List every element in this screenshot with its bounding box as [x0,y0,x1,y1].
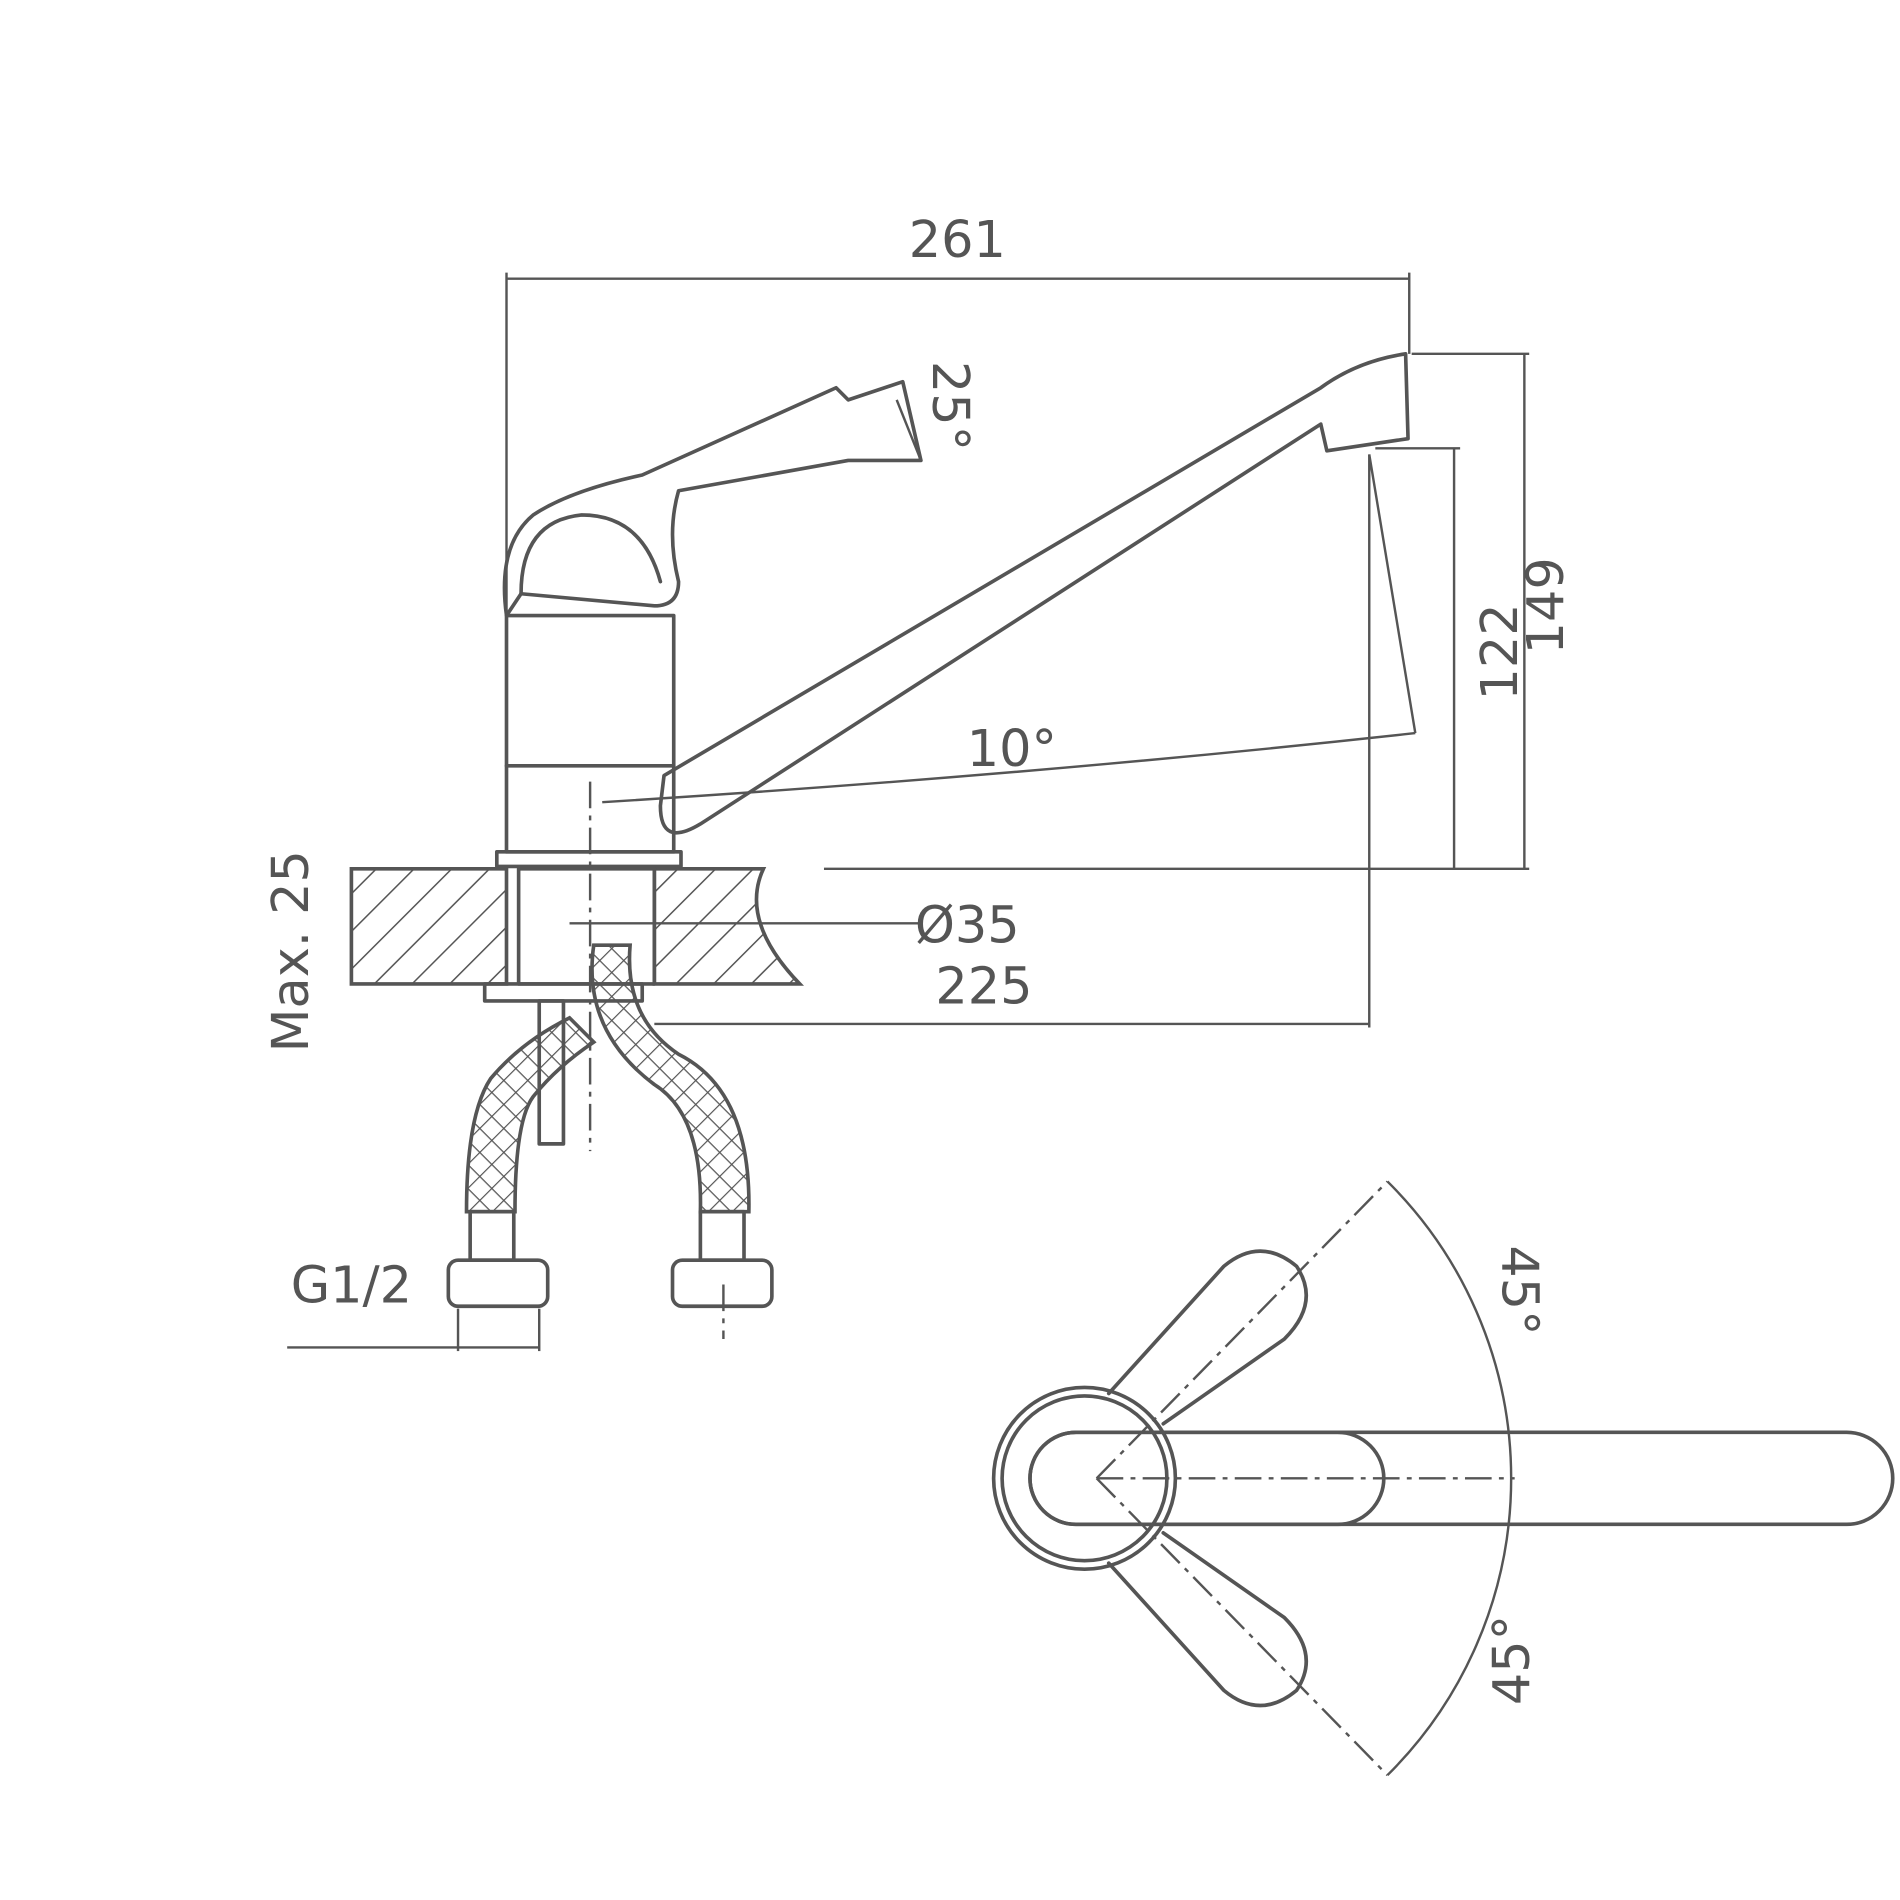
hose-ferrule-left [468,1209,516,1263]
dim-thread: G1/2 [291,1257,412,1316]
spout [658,352,1410,835]
faucet-side-view [349,352,1410,1339]
hose-nut-left [446,1258,550,1309]
hose-ferrule-right [698,1209,746,1263]
lever-handle [502,379,923,618]
mounting-shank [516,866,657,986]
lever-rotated-up [1106,1249,1309,1426]
dim-total-height: 149 [1517,557,1576,654]
rotation-arc [1386,1180,1513,1777]
angle-rotation-up: 45° [1490,1245,1549,1335]
dim-spout-reach: 225 [935,957,1032,1016]
lever-rotated-down [1106,1531,1309,1708]
countertop-right [652,866,805,986]
hose-left [464,1015,597,1214]
countertop-left [349,866,509,986]
dim-base-diameter: Ø35 [915,897,1020,956]
dim-max-counter: Max. 25 [262,850,321,1052]
faucet-top-view [991,1180,1895,1777]
dim-spout-height: 122 [1471,603,1530,700]
handle-cap [519,513,663,596]
base-circle [991,1385,1178,1572]
angle-rotation-down: 45° [1483,1615,1542,1705]
dim-overall-length: 261 [909,211,1006,270]
dimension-lines [287,272,1530,1352]
angle-lever: 25° [920,361,979,451]
angle-spout: 10° [967,720,1057,779]
hose-right [590,943,751,1214]
